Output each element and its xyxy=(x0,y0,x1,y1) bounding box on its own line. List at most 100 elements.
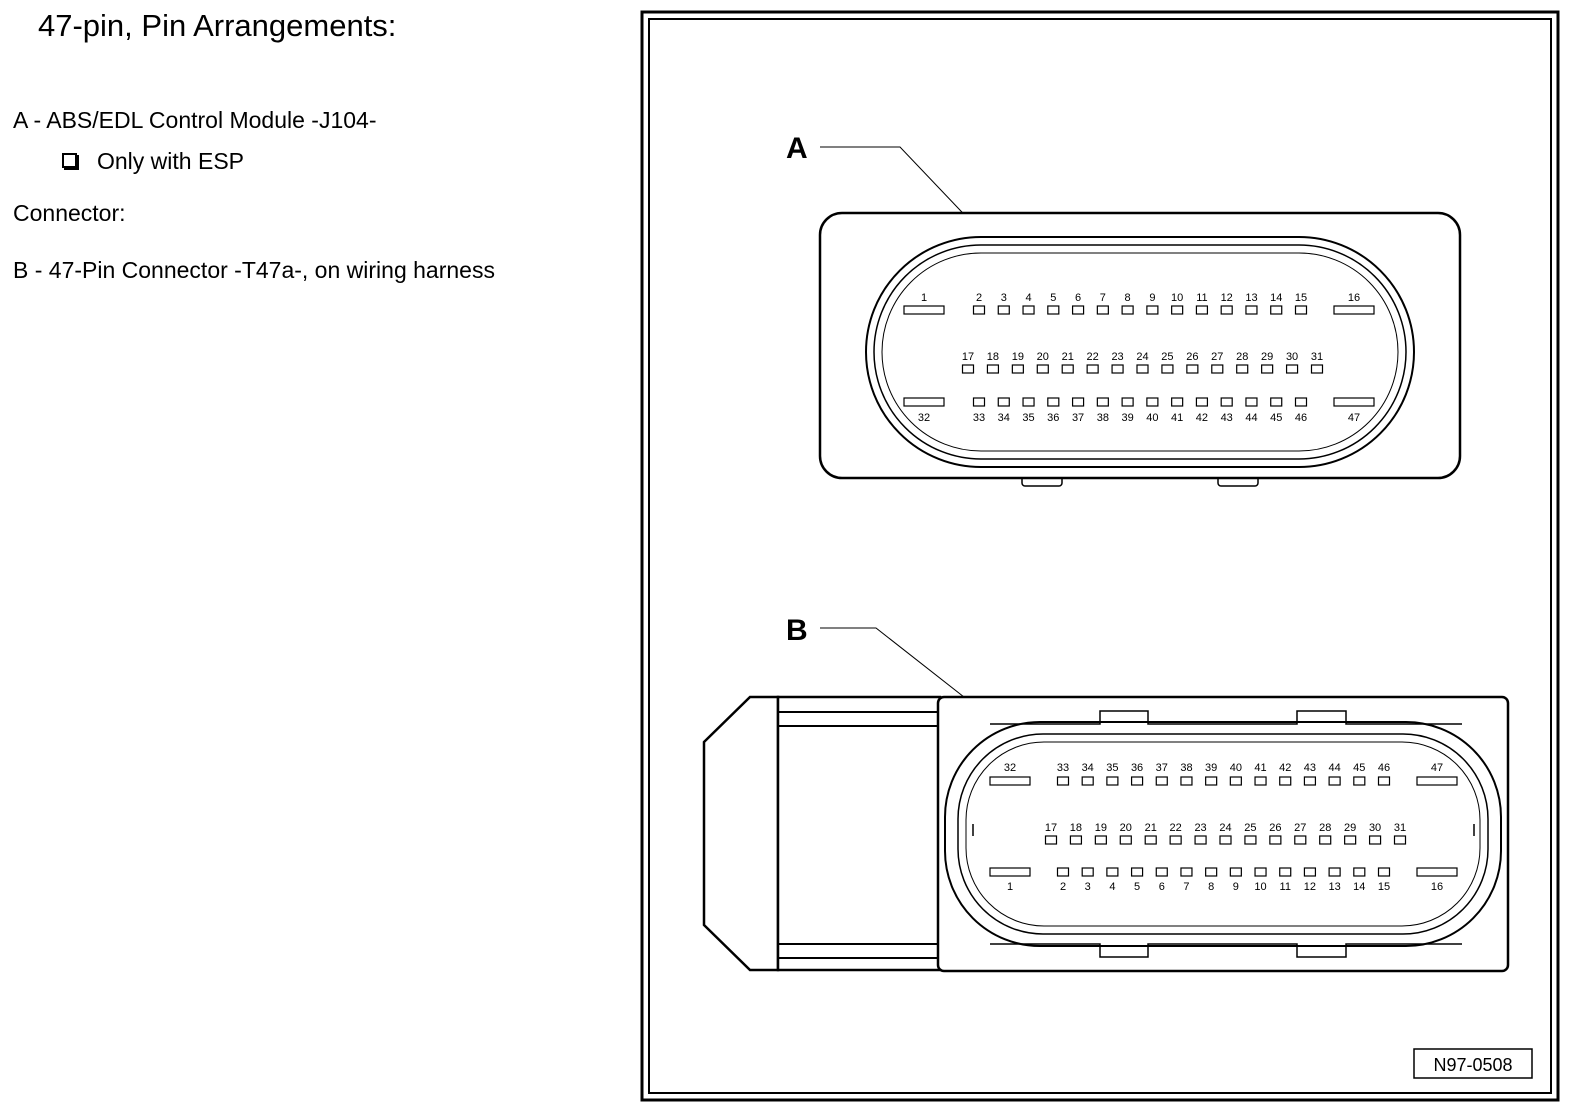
pin-number: 7 xyxy=(1183,881,1189,893)
pin-slot xyxy=(1344,835,1357,845)
pin-number: 12 xyxy=(1304,881,1316,893)
pin-number: 38 xyxy=(1180,762,1192,774)
pin-slot xyxy=(1229,776,1242,786)
pin-slot xyxy=(1205,776,1218,786)
pin-number: 29 xyxy=(1261,351,1273,363)
pin-number: 35 xyxy=(1022,412,1034,424)
leader-line-b xyxy=(820,627,979,709)
pin-slot xyxy=(1294,305,1308,315)
figure-frame-inner xyxy=(648,18,1552,1094)
pin-number: 39 xyxy=(1121,412,1133,424)
pin-slot xyxy=(1333,397,1375,407)
pin-number: 17 xyxy=(1045,822,1057,834)
pin-slot xyxy=(1161,364,1174,374)
pin-number: 41 xyxy=(1171,412,1183,424)
pin-slot xyxy=(1328,776,1341,786)
pin-slot xyxy=(1333,305,1375,315)
pin-slot xyxy=(1294,835,1307,845)
connector-b-face xyxy=(965,741,1481,927)
pin-slot xyxy=(1261,364,1274,374)
connector-b-sleeve xyxy=(776,695,942,972)
pin-number: 27 xyxy=(1211,351,1223,363)
pin-number: 7 xyxy=(1100,292,1106,304)
pin-slot xyxy=(1353,867,1366,877)
leader-line-a xyxy=(820,146,979,230)
pin-slot xyxy=(1294,397,1308,407)
pin-slot xyxy=(1285,364,1299,374)
pin-number: 32 xyxy=(1004,762,1016,774)
pin-number: 21 xyxy=(1145,822,1157,834)
pin-number: 24 xyxy=(1136,351,1148,363)
pin-slot xyxy=(1377,776,1391,786)
pin-slot xyxy=(1119,835,1132,845)
pin-number: 33 xyxy=(1057,762,1069,774)
pin-slot xyxy=(1205,867,1218,877)
pin-number: 9 xyxy=(1233,881,1239,893)
connector-heading: Connector: xyxy=(13,200,126,226)
pin-slot xyxy=(1310,364,1324,374)
pin-slot xyxy=(1254,776,1267,786)
pin-slot xyxy=(1171,305,1184,315)
item-b-label: B - 47-Pin Connector -T47a-, on wiring h… xyxy=(13,257,495,283)
pin-slot xyxy=(997,305,1010,315)
pin-slot xyxy=(1195,305,1209,315)
figure-id: N97-0508 xyxy=(1433,1055,1512,1075)
pin-number: 33 xyxy=(973,412,985,424)
figure-frame-outer xyxy=(640,10,1560,1102)
connector-b-rib-top xyxy=(990,710,1462,725)
pin-number: 31 xyxy=(1311,351,1323,363)
pin-number: 22 xyxy=(1170,822,1182,834)
pin-number: 3 xyxy=(1001,292,1007,304)
pin-slot xyxy=(1319,835,1332,845)
pin-slot xyxy=(1180,776,1193,786)
pin-number: 14 xyxy=(1270,292,1282,304)
pin-number: 25 xyxy=(1161,351,1173,363)
pin-slot xyxy=(1171,397,1184,407)
pin-number: 26 xyxy=(1269,822,1281,834)
pin-slot xyxy=(1071,305,1085,315)
pin-slot xyxy=(1136,364,1149,374)
pin-number: 44 xyxy=(1245,412,1257,424)
pin-slot xyxy=(1270,305,1283,315)
connector-a-shroud xyxy=(865,236,1415,468)
pin-number: 5 xyxy=(1050,292,1056,304)
pin-number: 13 xyxy=(1245,292,1257,304)
pin-number: 4 xyxy=(1109,881,1115,893)
pin-slot xyxy=(1155,776,1168,786)
pin-slot xyxy=(1086,364,1099,374)
pin-number: 37 xyxy=(1156,762,1168,774)
pin-number: 19 xyxy=(1095,822,1107,834)
pin-slot xyxy=(1186,364,1199,374)
pin-slot xyxy=(1416,867,1458,877)
pin-number: 24 xyxy=(1219,822,1231,834)
pin-slot xyxy=(986,364,1000,374)
pin-slot xyxy=(1096,397,1109,407)
pin-number: 25 xyxy=(1244,822,1256,834)
pin-slot xyxy=(1245,397,1258,407)
pin-number: 26 xyxy=(1186,351,1198,363)
pin-slot xyxy=(1047,305,1060,315)
pin-number: 43 xyxy=(1304,762,1316,774)
pin-number: 35 xyxy=(1106,762,1118,774)
pin-slot xyxy=(1106,776,1119,786)
pin-number: 30 xyxy=(1286,351,1298,363)
pin-slot xyxy=(1069,835,1083,845)
pin-number: 21 xyxy=(1062,351,1074,363)
pin-number: 38 xyxy=(1097,412,1109,424)
pin-slot xyxy=(1229,867,1242,877)
pin-number: 42 xyxy=(1196,412,1208,424)
pin-slot xyxy=(1377,867,1391,877)
connector-b-housing xyxy=(936,695,1510,973)
pin-slot xyxy=(1121,305,1134,315)
pin-number: 36 xyxy=(1047,412,1059,424)
pin-slot xyxy=(1279,776,1292,786)
pin-number: 46 xyxy=(1295,412,1307,424)
pin-number: 1 xyxy=(1007,881,1013,893)
pin-number: 3 xyxy=(1085,881,1091,893)
pin-number: 6 xyxy=(1075,292,1081,304)
pin-number: 13 xyxy=(1328,881,1340,893)
pin-number: 22 xyxy=(1087,351,1099,363)
pin-number: 18 xyxy=(1070,822,1082,834)
